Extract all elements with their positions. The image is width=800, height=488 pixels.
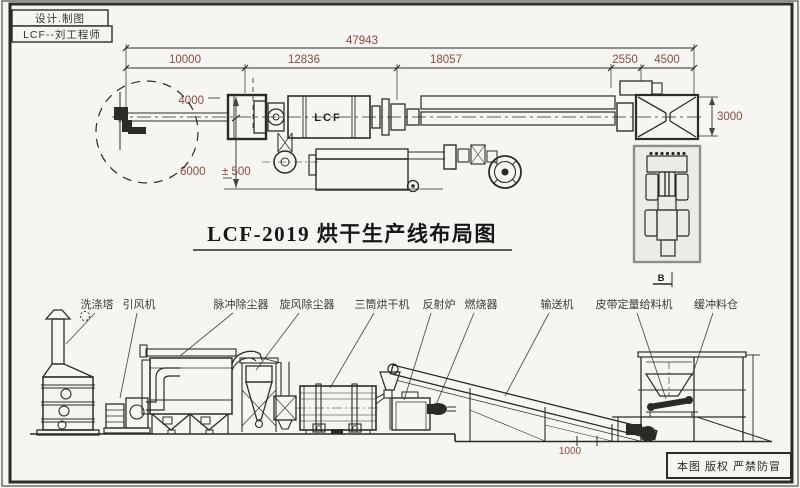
dim-pit-step: 1000 (559, 446, 582, 457)
conveyor-head-plan (616, 102, 634, 132)
dim-row-spacing-tol: ± 500 (222, 166, 251, 178)
belt-feeder-plan (619, 80, 663, 96)
label-cyclone: 旋风除尘器 (280, 297, 335, 311)
conveyor-drive-motor (626, 424, 642, 435)
burner (429, 403, 447, 415)
shaft-plan (114, 92, 228, 150)
label-burner: 燃烧器 (465, 297, 498, 311)
reverb-furnace (391, 391, 456, 431)
label-pulse-filter: 脉冲除尘器 (214, 297, 269, 311)
inclined-conveyor (387, 363, 658, 442)
label-buffer-silo: 缓冲料仓 (694, 297, 738, 311)
dryer-drum-plan: LCF (287, 95, 371, 139)
id-fan-plan (488, 155, 522, 189)
cyclone-elevation (231, 350, 279, 432)
dim-seg-2: 12836 (288, 54, 320, 66)
ground-line (30, 433, 772, 443)
wheel-loader-plan (644, 151, 690, 257)
dim-seg-3: 18057 (430, 54, 462, 66)
loader-ramp (696, 416, 771, 442)
plan-view: LCF (95, 78, 704, 287)
scrubber-tower (36, 309, 100, 436)
dim-total: 47943 (346, 35, 378, 47)
label-id-fan: 引风机 (123, 297, 156, 311)
conveyor-tail-pulley (640, 426, 656, 442)
main-title: LCF-2019 烘干生产线布局图 (193, 222, 512, 251)
dim-silo-width: 3000 (717, 111, 743, 123)
fan-outlet-duct (146, 367, 180, 403)
duct-flange-plan (443, 144, 457, 170)
main-title-text: LCF-2019 烘干生产线布局图 (207, 222, 497, 246)
copyright-box: 本图 版权 严禁防冒 (666, 452, 792, 479)
section-mark-label: B (658, 273, 665, 284)
section-mark: B (653, 272, 673, 287)
elevation-labels: 洗涤塔 引风机 脉冲除尘器 旋风除尘器 三筒烘干机 反射炉 燃烧器 输送机 皮带… (65, 297, 738, 406)
triple-drum-dryer (296, 383, 380, 435)
dryer-feed-hopper (375, 371, 401, 430)
dust-line-plan (262, 132, 522, 193)
designer-row-label: 设计.制图 (35, 12, 85, 25)
label-scrubber-tower: 洗涤塔 (81, 297, 114, 311)
coupling-plan (371, 98, 420, 136)
dryer-inlet-box-plan (226, 93, 285, 141)
label-reverb-furnace: 反射炉 (423, 297, 456, 311)
stock-circle-plan (95, 80, 199, 184)
dim-front-offset: 4000 (178, 95, 204, 107)
dim-row-spacing: 6000 (180, 166, 206, 178)
dim-seg-4: 2550 (612, 54, 638, 66)
dim-seg-5: 4500 (654, 54, 680, 66)
plan-dimension-chain: 47943 10000 12836 18057 2550 4500 4000 6… (122, 35, 743, 190)
airlock-discharge (261, 357, 297, 430)
title-block: 设计.制图 LCF--刘工程师 (11, 9, 113, 43)
label-belt-feeder: 皮带定量给料机 (596, 297, 673, 311)
dim-extension-lines (125, 44, 695, 118)
label-conveyor: 输送机 (541, 297, 574, 311)
pulse-bag-filter (139, 344, 237, 435)
label-triple-drum-dryer: 三筒烘干机 (355, 297, 410, 311)
buffer-silo-elevation (612, 351, 771, 442)
loader-bay-plan (632, 144, 702, 264)
engineer-name-label: LCF--刘工程师 (23, 28, 101, 41)
copyright-text: 本图 版权 严禁防冒 (677, 459, 781, 473)
buffer-silo-plan (634, 93, 700, 141)
bag-filter-plan (308, 148, 420, 193)
belt-feeder-elevation (646, 396, 698, 417)
drum-label: LCF (314, 112, 341, 124)
conveyor-plan (420, 95, 616, 126)
elevation-view: 1000 (30, 309, 772, 457)
label-leader-lines (65, 312, 714, 406)
dim-seg-1: 10000 (169, 54, 201, 66)
